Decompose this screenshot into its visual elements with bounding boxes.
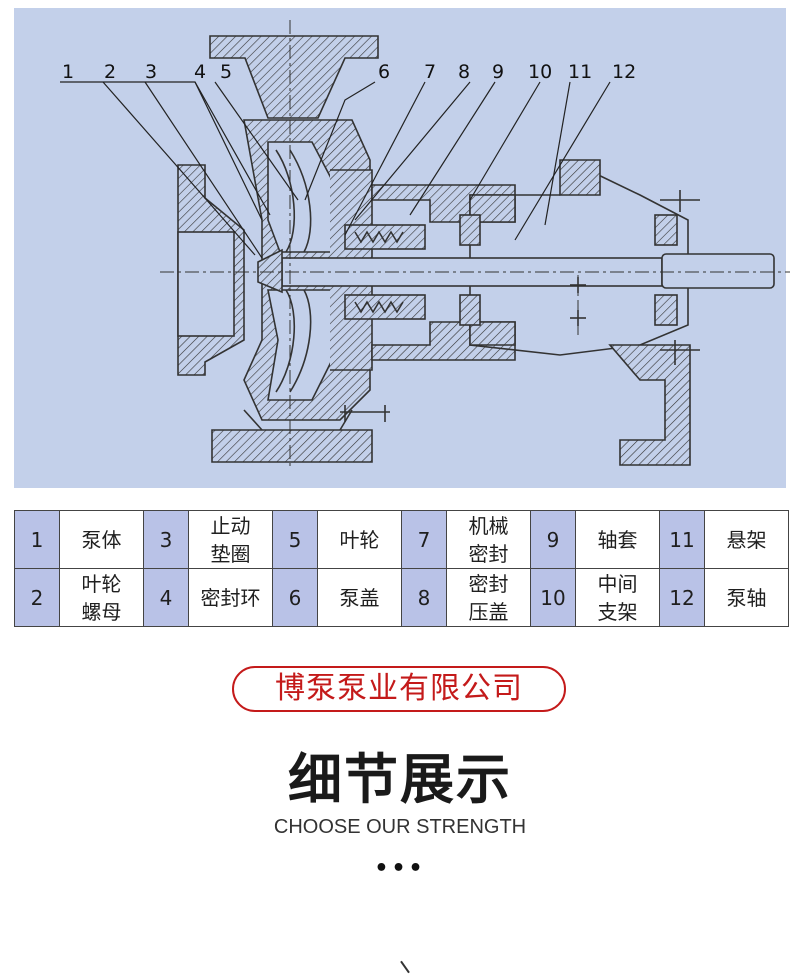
leader-lines — [60, 81, 611, 259]
legend-number: 9 — [530, 510, 576, 569]
callout-5: 5 — [220, 61, 232, 83]
section-subtitle: CHOOSE OUR STRENGTH — [273, 816, 527, 838]
pump-cross-section-drawing: 1 2 3 4 5 6 7 8 9 10 11 12 — [60, 20, 790, 470]
legend-number: 10 — [530, 568, 576, 627]
callout-12: 12 — [612, 61, 636, 83]
parts-legend-table: 1 泵体 3 止动 垫圈 5 叶轮 7 机械 密封 9 轴套 11 悬架 2 叶… — [14, 510, 789, 627]
legend-part-name: 密封环 — [188, 568, 273, 627]
legend-number: 5 — [272, 510, 318, 569]
legend-part-name: 悬架 — [704, 510, 789, 569]
dots-divider: ••• — [374, 856, 426, 881]
legend-number: 1 — [14, 510, 60, 569]
legend-number: 8 — [401, 568, 447, 627]
callout-9: 9 — [492, 61, 504, 83]
callout-11: 11 — [568, 61, 592, 83]
callout-numbers: 1 2 3 4 5 6 7 8 9 10 11 12 — [62, 61, 636, 83]
legend-number: 12 — [659, 568, 705, 627]
legend-part-name: 泵体 — [59, 510, 144, 569]
callout-3: 3 — [145, 61, 157, 83]
legend-part-name: 机械 密封 — [446, 510, 531, 569]
legend-number: 11 — [659, 510, 705, 569]
callout-8: 8 — [458, 61, 470, 83]
legend-number: 6 — [272, 568, 318, 627]
legend-row: 1 泵体 3 止动 垫圈 5 叶轮 7 机械 密封 9 轴套 11 悬架 — [14, 510, 789, 569]
company-name-badge: 博泵泵业有限公司 — [232, 666, 566, 712]
legend-part-name: 泵盖 — [317, 568, 402, 627]
center-markers — [570, 277, 586, 326]
legend-number: 7 — [401, 510, 447, 569]
legend-part-name: 密封 压盖 — [446, 568, 531, 627]
diagram-frame: 1 2 3 4 5 6 7 8 9 10 11 12 — [14, 8, 790, 488]
section-title: 细节展示 — [288, 748, 512, 811]
callout-6: 6 — [378, 61, 390, 83]
callout-4: 4 — [194, 61, 206, 83]
legend-part-name: 轴套 — [575, 510, 660, 569]
callout-1: 1 — [62, 61, 74, 83]
legend-part-name: 泵轴 — [704, 568, 789, 627]
legend-part-name: 叶轮 — [317, 510, 402, 569]
legend-number: 4 — [143, 568, 189, 627]
decorative-tick — [400, 960, 410, 974]
callout-7: 7 — [424, 61, 436, 83]
legend-row: 2 叶轮 螺母 4 密封环 6 泵盖 8 密封 压盖 10 中间 支架 12 泵… — [14, 568, 789, 627]
legend-number: 2 — [14, 568, 60, 627]
pump-body — [177, 35, 775, 466]
legend-part-name: 中间 支架 — [575, 568, 660, 627]
legend-part-name: 止动 垫圈 — [188, 510, 273, 569]
callout-2: 2 — [104, 61, 116, 83]
legend-part-name: 叶轮 螺母 — [59, 568, 144, 627]
callout-10: 10 — [528, 61, 552, 83]
legend-number: 3 — [143, 510, 189, 569]
